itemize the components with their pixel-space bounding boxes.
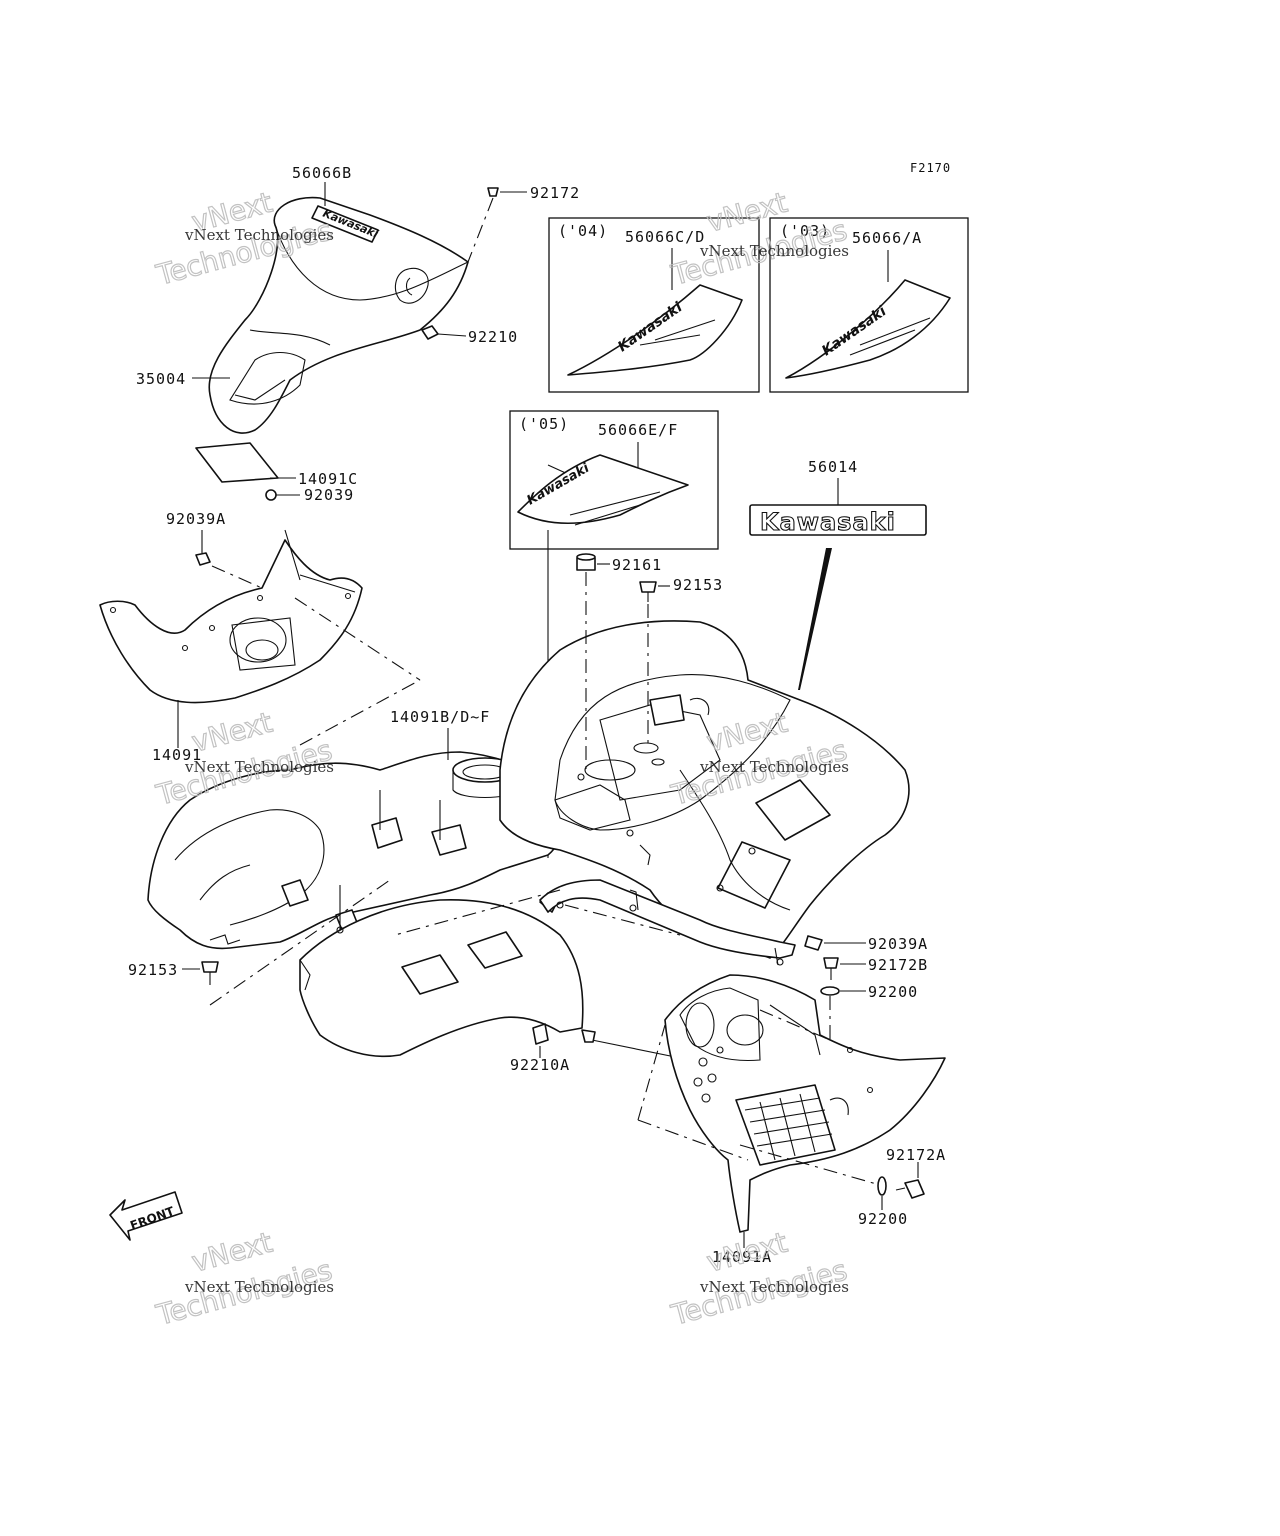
label-92172B: 92172B bbox=[868, 956, 928, 974]
inset-04-year: ('04) bbox=[558, 222, 608, 240]
dash-right-cover-3 bbox=[637, 1024, 666, 1121]
bolt-92172B bbox=[823, 957, 866, 980]
screw-92039A-top bbox=[195, 552, 263, 589]
screw-92172 bbox=[467, 187, 527, 263]
label-92039A-top: 92039A bbox=[166, 510, 226, 528]
inset-box-05: ('05) 56066E/F Kawasaki bbox=[509, 410, 719, 858]
label-92200-bottom: 92200 bbox=[858, 1210, 908, 1228]
inset-03-year: ('03) bbox=[780, 222, 830, 240]
right-side-cover-14091A bbox=[664, 974, 946, 1233]
label-92210: 92210 bbox=[468, 328, 518, 346]
rear-rack-bar bbox=[539, 879, 796, 966]
inset-03-part: 56066/A bbox=[852, 229, 922, 247]
dash-left-cover bbox=[294, 597, 421, 681]
dash-left-cover-2 bbox=[299, 679, 421, 746]
front-arrow-icon: FRONT bbox=[109, 1191, 183, 1241]
svg-text:vNext Technologies: vNext Technologies bbox=[184, 758, 334, 776]
decal-pointer bbox=[798, 548, 832, 690]
figure-code: F2170 bbox=[910, 161, 951, 175]
label-92172: 92172 bbox=[530, 184, 580, 202]
label-14091C: 14091C bbox=[298, 470, 358, 488]
bolt-92172A bbox=[895, 1162, 925, 1199]
decal-56014: Kawasaki bbox=[749, 504, 927, 537]
dash-left-bolt bbox=[209, 879, 391, 1006]
dash-right-cover-2 bbox=[637, 1119, 749, 1161]
rear-fender-main bbox=[499, 620, 910, 959]
front-fender-cover bbox=[208, 196, 469, 434]
label-92153-left: 92153 bbox=[128, 961, 178, 979]
label-14091BDF: 14091B/D~F bbox=[390, 708, 490, 726]
screw-92039A-right bbox=[804, 935, 866, 951]
svg-text:vNext Technologies: vNext Technologies bbox=[184, 226, 334, 244]
dash-right-cover bbox=[739, 1144, 881, 1186]
svg-text:vNext Technologies: vNext Technologies bbox=[699, 242, 849, 260]
inset-05-part: 56066E/F bbox=[598, 421, 678, 439]
nut-92210A bbox=[532, 1023, 549, 1058]
bolt-92153-left bbox=[201, 961, 219, 985]
label-14091A: 14091A bbox=[712, 1248, 772, 1266]
svg-text:vNext Technologies: vNext Technologies bbox=[699, 1278, 849, 1296]
rear-clip bbox=[581, 1029, 596, 1043]
svg-text:Kawasaki: Kawasaki bbox=[760, 508, 896, 536]
nut-92039 bbox=[265, 489, 300, 501]
svg-text:vNext Technologies: vNext Technologies bbox=[699, 758, 849, 776]
inset-04-part: 56066C/D bbox=[625, 228, 705, 246]
label-92161: 92161 bbox=[612, 556, 662, 574]
bolt-92153-top bbox=[639, 581, 670, 745]
label-92172A: 92172A bbox=[886, 1146, 946, 1164]
label-14091: 14091 bbox=[152, 746, 202, 764]
dash-right-cover-4 bbox=[759, 1009, 831, 1041]
inset-05-year: ('05) bbox=[519, 415, 569, 433]
left-side-cover-14091 bbox=[99, 529, 363, 704]
label-92210A: 92210A bbox=[510, 1056, 570, 1074]
dash-rack bbox=[564, 904, 681, 936]
label-35004: 35004 bbox=[136, 370, 186, 388]
clip-92210 bbox=[421, 325, 467, 340]
label-92200-top: 92200 bbox=[868, 983, 918, 1001]
grommet-92161 bbox=[576, 553, 610, 770]
label-92153-top: 92153 bbox=[673, 576, 723, 594]
washer-92200-bottom bbox=[877, 1176, 887, 1210]
label-56014: 56014 bbox=[808, 458, 858, 476]
svg-text:vNext Technologies: vNext Technologies bbox=[184, 1278, 334, 1296]
label-56066B: 56066B bbox=[292, 164, 352, 182]
label-92039: 92039 bbox=[304, 486, 354, 504]
plate-14091C bbox=[195, 442, 296, 483]
label-92039A-right: 92039A bbox=[868, 935, 928, 953]
